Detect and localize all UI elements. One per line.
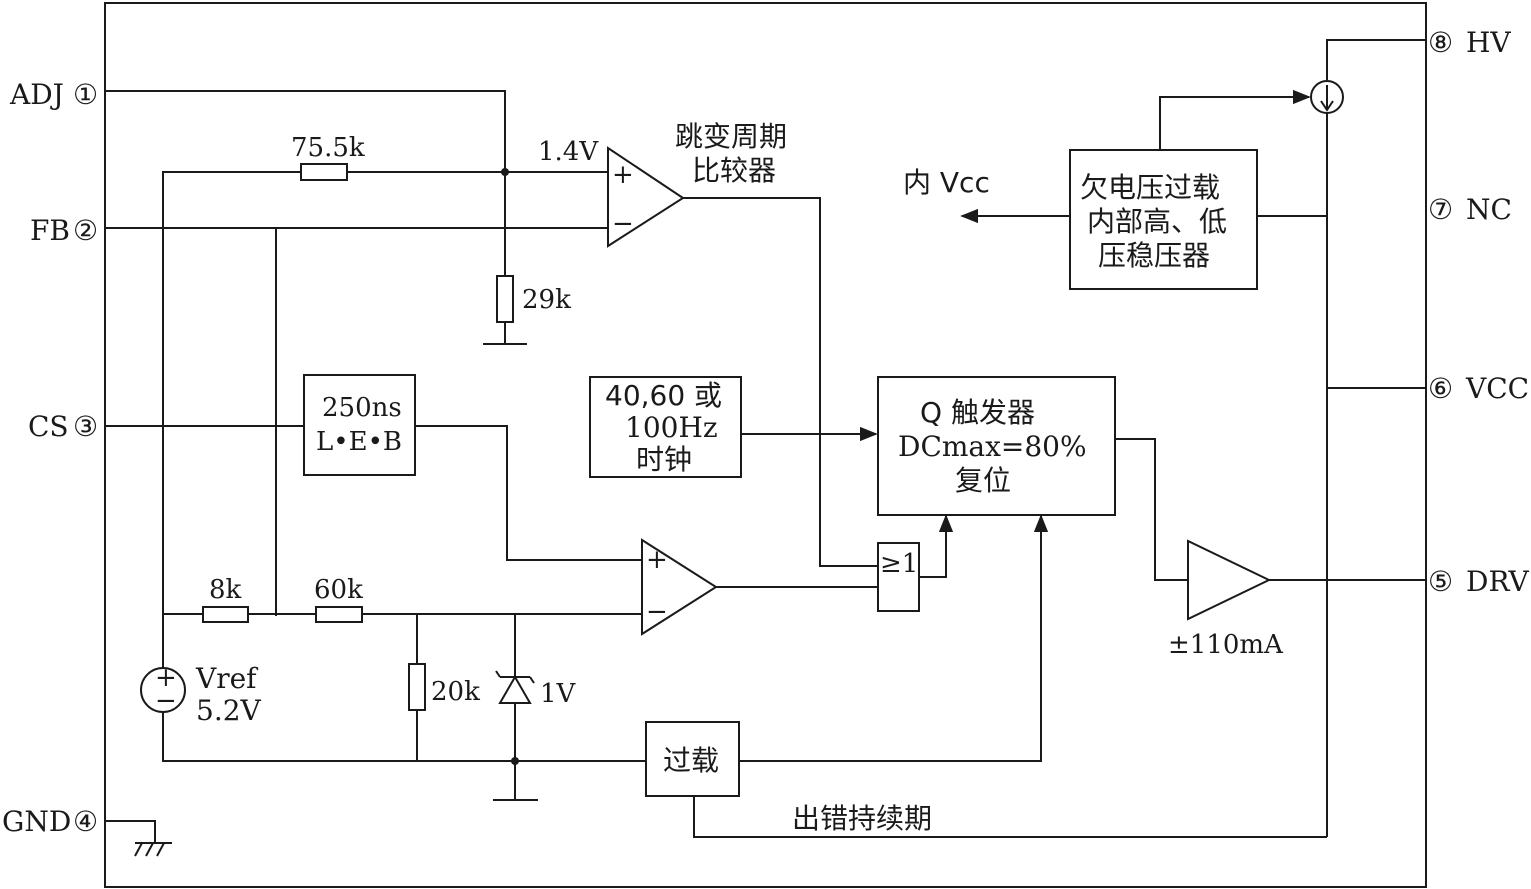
- resistor-29k-label: 29k: [522, 285, 571, 315]
- flipflop-block: [877, 376, 1116, 516]
- wire-fault-duration: [693, 796, 1327, 838]
- flipflop-line-2: DCmax=80%: [898, 430, 1087, 463]
- skip-comparator-minus: −: [612, 209, 634, 239]
- wire-gnd: [105, 820, 156, 843]
- resistor-60k: [315, 606, 363, 623]
- vref-plus: +: [155, 663, 177, 693]
- leb-line-1: 250ns: [322, 393, 402, 423]
- pin-vcc-label: VCC: [1465, 372, 1529, 405]
- resistor-75k5-label: 75.5k: [291, 133, 365, 163]
- wire-vref-bottom: [162, 712, 646, 762]
- overload-label: 过载: [663, 744, 719, 777]
- driver-current-label: ±110mA: [1168, 630, 1284, 660]
- flipflop-line-3: 复位: [955, 464, 1011, 497]
- skip-comparator-title-2: 比较器: [692, 154, 776, 187]
- skip-comparator: [607, 146, 685, 248]
- regulator-line-2: 内部高、低: [1087, 205, 1227, 238]
- resistor-75k5: [300, 163, 348, 181]
- pin-cs-number: ③: [73, 410, 98, 443]
- pin-vcc-number: ⑥: [1428, 372, 1453, 405]
- resistor-20k-label: 20k: [431, 677, 480, 707]
- pin-fb-number: ②: [73, 214, 98, 247]
- clock-line-3: 时钟: [636, 443, 692, 476]
- resistor-29k: [496, 275, 514, 323]
- fault-duration-label: 出错持续期: [792, 802, 932, 835]
- voltage-1v4: 1.4V: [538, 137, 599, 167]
- wire-or-to-ff: [919, 514, 954, 578]
- zener-bar: [495, 670, 535, 684]
- current-comparator-plus: +: [646, 545, 668, 575]
- regulator-line-1: 欠电压过载: [1080, 171, 1220, 204]
- zener-label: 1V: [540, 679, 577, 709]
- wire-adj: [105, 90, 506, 276]
- skip-comparator-title-1: 跳变周期: [675, 120, 787, 153]
- current-comparator: [641, 538, 718, 636]
- pin-hv-number: ⑧: [1428, 26, 1453, 59]
- regulator-block: [1069, 149, 1258, 290]
- internal-vcc-label: 内 Vcc: [903, 166, 990, 199]
- ground-symbol-gnd: [134, 842, 172, 857]
- or-gate: [877, 542, 920, 612]
- pin-cs-label: CS: [28, 410, 69, 443]
- clock-line-2: 100Hz: [625, 411, 718, 444]
- pin-gnd-label: GND: [2, 805, 71, 838]
- regulator-line-3: 压稳压器: [1098, 239, 1210, 272]
- chip-outline: [104, 2, 1427, 888]
- flipflop-line-1: Q 触发器: [920, 396, 1035, 429]
- pin-gnd-number: ④: [73, 805, 98, 838]
- or-gate-label: ≥1: [880, 549, 918, 579]
- junction-adj: [501, 168, 509, 176]
- resistor-20k: [408, 663, 426, 711]
- wire-75k5: [162, 171, 301, 616]
- wire-overload-to-ff: [739, 514, 1049, 762]
- vref-name: Vref: [195, 662, 259, 695]
- overload-block: [645, 721, 740, 797]
- resistor-60k-label: 60k: [314, 575, 363, 605]
- vref-value: 5.2V: [196, 694, 262, 727]
- leb-line-2: L•E•B: [316, 427, 402, 457]
- resistor-8k-label: 8k: [209, 575, 242, 605]
- wire-skip-to-or: [683, 197, 878, 567]
- driver-buffer: [1187, 539, 1272, 621]
- skip-comparator-plus: +: [612, 160, 634, 190]
- wire-ff-to-driver: [1115, 438, 1188, 581]
- pin-drv-number: ⑤: [1428, 565, 1453, 598]
- pin-nc-label: NC: [1466, 193, 1512, 226]
- pin-hv-label: HV: [1466, 26, 1511, 59]
- vref-minus: −: [155, 686, 177, 716]
- wire-hv: [1326, 39, 1426, 80]
- pin-nc-number: ⑦: [1428, 193, 1453, 226]
- pin-adj-number: ①: [73, 78, 98, 111]
- wire-regulator-to-source: [1159, 89, 1311, 150]
- clock-block: [589, 376, 742, 478]
- leb-block: [303, 374, 416, 476]
- pin-adj-label: ADJ: [9, 78, 64, 111]
- zener-diode: [498, 674, 532, 704]
- hv-current-arrow: [1320, 85, 1334, 112]
- wire-leb-to-comp: [415, 425, 642, 561]
- current-comparator-minus: −: [646, 597, 668, 627]
- resistor-8k: [202, 606, 249, 623]
- pin-drv-label: DRV: [1466, 565, 1530, 598]
- pin-fb-label: FB: [30, 214, 70, 247]
- clock-line-1: 40,60 或: [605, 379, 722, 412]
